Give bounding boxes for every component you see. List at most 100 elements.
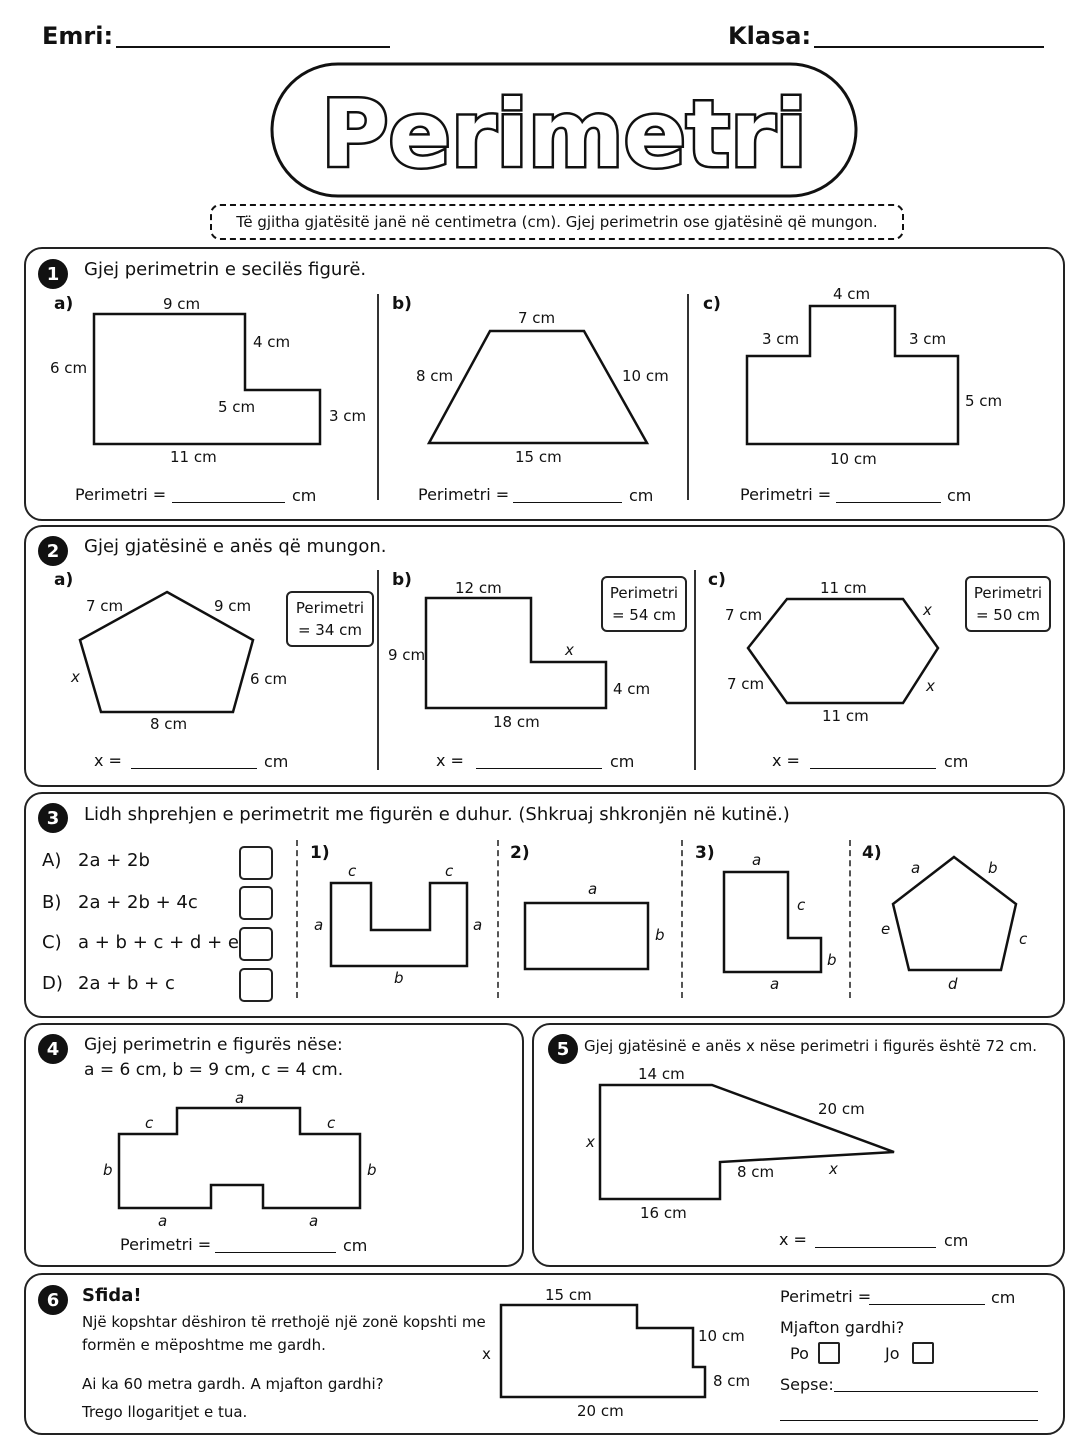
label: a <box>588 880 598 898</box>
label: 11 cm <box>170 448 217 466</box>
figure-4-tag: 4) <box>862 843 882 863</box>
unit: cm <box>292 486 317 505</box>
answer-field[interactable] <box>513 502 622 503</box>
label: 5 cm <box>218 398 256 416</box>
label: 9 cm <box>214 597 252 615</box>
label: d <box>948 975 958 993</box>
perimeter-box-label: Perimetri <box>295 599 365 617</box>
figure-3-tag: 3) <box>695 843 715 863</box>
answer-field[interactable] <box>131 768 257 769</box>
challenge-text: Një kopshtar dëshiron të rrethojë një zo… <box>82 1313 486 1331</box>
figure-2-tag: 2) <box>510 843 530 863</box>
divider <box>377 294 379 500</box>
answer-label: x = <box>94 751 122 770</box>
answer-field[interactable] <box>810 768 936 769</box>
label: b <box>367 1161 377 1179</box>
name-field[interactable] <box>116 46 390 48</box>
answer-field[interactable] <box>215 1252 336 1253</box>
sub-b-tag: b) <box>392 294 412 314</box>
answer-field[interactable] <box>869 1304 985 1305</box>
answer-label: Perimetri = <box>780 1287 872 1306</box>
class-field[interactable] <box>814 46 1044 48</box>
label: c <box>327 1114 336 1132</box>
label: 16 cm <box>640 1204 687 1222</box>
divider <box>296 840 298 998</box>
class-label: Klasa: <box>728 22 812 50</box>
unit: cm <box>944 752 969 771</box>
label: 8 cm <box>737 1163 775 1181</box>
label: a <box>158 1212 168 1230</box>
perimeter-box-label: Perimetri <box>609 584 679 602</box>
label: 11 cm <box>822 707 869 725</box>
label: 8 cm <box>416 367 454 385</box>
section-3-number: 3 <box>38 803 68 833</box>
answer-label: x = <box>772 751 800 770</box>
answer-label: x = <box>779 1230 807 1249</box>
challenge-text: Ai ka 60 metra gardh. A mjafton gardhi? <box>82 1375 384 1393</box>
reason-field[interactable] <box>834 1391 1038 1392</box>
answer-field[interactable] <box>476 768 602 769</box>
section-5 <box>532 1023 1065 1267</box>
instructions: Të gjitha gjatësitë janë në centimetra (… <box>210 204 904 240</box>
perimeter-box-value: = 50 cm <box>975 606 1041 624</box>
option-letter: B) <box>42 892 62 913</box>
unit: cm <box>343 1236 368 1255</box>
challenge-text: formën e mëposhtme me gardh. <box>82 1336 326 1354</box>
answer-box-b[interactable] <box>239 886 273 920</box>
no-label: Jo <box>885 1344 900 1363</box>
label: a <box>309 1212 319 1230</box>
section-5-number: 5 <box>548 1034 578 1064</box>
label: 7 cm <box>518 309 556 327</box>
section-2-question: Gjej gjatësinë e anës që mungon. <box>84 536 387 557</box>
label: b <box>988 859 998 877</box>
enough-question: Mjafton gardhi? <box>780 1318 905 1337</box>
label: 10 cm <box>698 1327 745 1345</box>
option-expression: 2a + 2b + 4c <box>78 892 198 913</box>
section-1 <box>24 247 1065 521</box>
yes-checkbox[interactable] <box>818 1342 840 1364</box>
answer-label: Perimetri = <box>120 1235 212 1254</box>
label: x <box>829 1160 838 1178</box>
answer-box-c[interactable] <box>239 927 273 961</box>
answer-box-a[interactable] <box>239 846 273 880</box>
answer-field[interactable] <box>815 1247 936 1248</box>
label: x <box>565 641 574 659</box>
label: b <box>655 926 665 944</box>
label: 9 cm <box>388 646 426 664</box>
label: 11 cm <box>820 579 867 597</box>
section-4-values: a = 6 cm, b = 9 cm, c = 4 cm. <box>84 1060 344 1080</box>
unit: cm <box>947 486 972 505</box>
unit: cm <box>629 486 654 505</box>
label: 7 cm <box>86 597 124 615</box>
label: 15 cm <box>515 448 562 466</box>
unit: cm <box>610 752 635 771</box>
no-checkbox[interactable] <box>912 1342 934 1364</box>
divider <box>694 570 696 770</box>
section-1-number: 1 <box>38 259 68 289</box>
label: a <box>314 916 324 934</box>
reason-field-2[interactable] <box>780 1420 1038 1421</box>
label: 6 cm <box>250 670 288 688</box>
answer-box-d[interactable] <box>239 968 273 1002</box>
divider <box>497 840 499 998</box>
divider <box>849 840 851 998</box>
answer-field[interactable] <box>836 502 941 503</box>
label: 15 cm <box>545 1286 592 1304</box>
section-6 <box>24 1273 1065 1435</box>
challenge-text: Trego llogaritjet e tua. <box>82 1403 248 1421</box>
section-1-question: Gjej perimetrin e secilës figurë. <box>84 259 367 280</box>
sub-c-tag: c) <box>703 294 721 314</box>
label: 3 cm <box>329 407 367 425</box>
perimeter-box-label: Perimetri <box>973 584 1043 602</box>
answer-field[interactable] <box>172 502 285 503</box>
figure-1-tag: 1) <box>310 843 330 863</box>
unit: cm <box>991 1288 1016 1307</box>
sub-a-tag: a) <box>54 570 74 590</box>
page-title: Perimetri <box>321 81 807 188</box>
section-6-title: Sfida! <box>82 1285 142 1306</box>
